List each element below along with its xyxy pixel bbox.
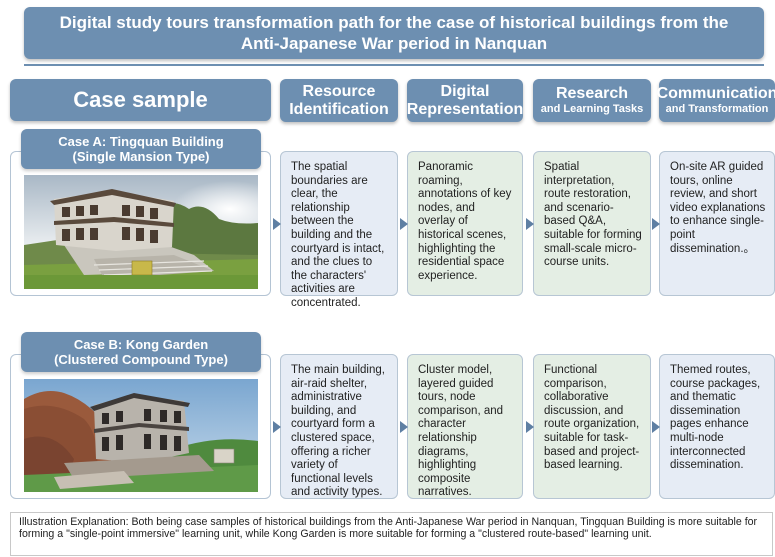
case-a-digital-card: Panoramic roaming, annotations of key no… [407,151,523,296]
header-research-label: Research [555,85,629,102]
title-underline [24,64,764,66]
case-b-communication-text: Themed routes, course packages, and them… [670,364,761,472]
header-communication-label: Communication [656,85,775,102]
header-research-sub: and Learning Tasks [540,103,644,115]
header-case-sample: Case sample [10,79,271,121]
header-research-learning: Research and Learning Tasks [533,79,651,122]
header-communication-sub: and Transformation [665,103,769,115]
header-case-sample-label: Case sample [73,87,208,112]
arrow-right-icon [273,218,281,230]
arrow-right-icon [652,218,660,230]
arrow-right-icon [400,421,408,433]
arrow-right-icon [652,421,660,433]
case-a-title-line2: (Single Mansion Type) [72,149,210,164]
arrow-right-icon [273,421,281,433]
case-b-title-line2: (Clustered Compound Type) [54,352,228,367]
case-a-title: Case A: Tingquan Building (Single Mansio… [21,129,261,169]
illustration-explanation-text: Illustration Explanation: Both being cas… [19,516,758,540]
diagram-title: Digital study tours transformation path … [24,7,764,59]
arrow-right-icon [526,218,534,230]
diagram-title-text: Digital study tours transformation path … [59,13,729,53]
header-digital-representation: Digital Representation [407,79,523,122]
arrow-right-icon [526,421,534,433]
case-a-research-text: Spatial interpretation, route restoratio… [544,161,642,269]
case-a-resource-text: The spatial boundaries are clear, the re… [291,161,385,309]
header-resource-label: Resource Identification [289,82,389,118]
case-a-research-card: Spatial interpretation, route restoratio… [533,151,651,296]
case-b-digital-card: Cluster model, layered guided tours, nod… [407,354,523,499]
header-digital-label: Digital Representation [406,82,524,118]
tingquan-building-image [24,175,258,289]
case-a-title-line1: Case A: Tingquan Building [58,134,224,149]
header-resource-identification: Resource Identification [280,79,398,122]
case-b-title-line1: Case B: Kong Garden [73,337,209,352]
case-b-communication-card: Themed routes, course packages, and them… [659,354,775,499]
case-b-resource-card: The main building, air-raid shelter, adm… [280,354,398,499]
case-a-digital-text: Panoramic roaming, annotations of key no… [418,161,512,282]
case-b-title: Case B: Kong Garden (Clustered Compound … [21,332,261,372]
case-b-digital-text: Cluster model, layered guided tours, nod… [418,364,504,499]
case-a-communication-card: On-site AR guided tours, online review, … [659,151,775,296]
kong-garden-image [24,379,258,492]
arrow-right-icon [400,218,408,230]
illustration-explanation: Illustration Explanation: Both being cas… [10,512,773,556]
case-b-research-text: Functional comparison, collaborative dis… [544,364,640,472]
case-a-communication-text: On-site AR guided tours, online review, … [670,161,766,255]
case-a-resource-card: The spatial boundaries are clear, the re… [280,151,398,309]
case-b-resource-text: The main building, air-raid shelter, adm… [291,364,385,499]
case-b-research-card: Functional comparison, collaborative dis… [533,354,651,499]
header-communication-transformation: Communication and Transformation [656,79,775,122]
